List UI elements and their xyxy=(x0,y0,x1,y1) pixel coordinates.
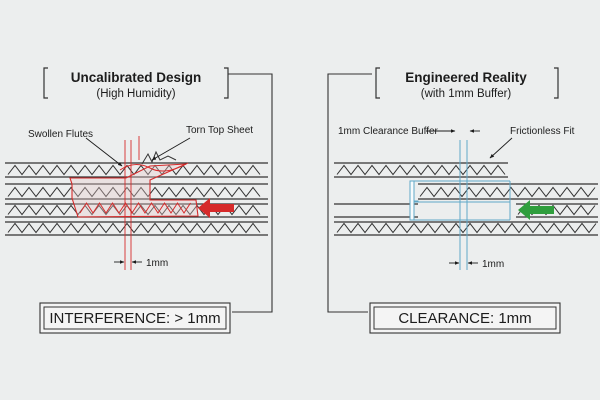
right-dimension-label: 1mm xyxy=(482,259,504,270)
left-torn-sheet xyxy=(141,150,177,165)
right-board-middle xyxy=(418,183,598,200)
right-board-lower xyxy=(334,203,598,218)
left-board-middle xyxy=(5,183,268,200)
left-result-box: INTERFERENCE: > 1mm xyxy=(39,302,231,334)
right-board-top xyxy=(334,162,508,178)
left-result: INTERFERENCE: > 1mm xyxy=(49,310,220,327)
left-swollen-insert xyxy=(69,162,199,218)
left-panel-frame xyxy=(228,73,273,313)
left-callout-flutes: Swollen Flutes xyxy=(28,129,93,140)
left-title: Uncalibrated Design xyxy=(71,70,202,85)
right-dimension: 1mm xyxy=(449,259,504,270)
red-arrow-left-icon xyxy=(198,198,234,218)
right-callout-buffer: 1mm Clearance Buffer xyxy=(338,126,439,137)
right-panel-frame xyxy=(327,73,372,313)
right-callout-fit: Frictionless Fit xyxy=(510,126,575,137)
right-result-box: CLEARANCE: 1mm xyxy=(369,302,561,334)
left-dimension-label: 1mm xyxy=(146,258,168,269)
green-arrow-left-icon xyxy=(518,200,554,220)
left-board-bottom xyxy=(5,221,268,236)
right-board-bottom xyxy=(334,221,598,236)
left-callout-sheet: Torn Top Sheet xyxy=(186,125,253,136)
left-dimension: 1mm xyxy=(114,258,168,269)
left-subtitle: (High Humidity) xyxy=(96,88,175,100)
right-result: CLEARANCE: 1mm xyxy=(398,310,531,327)
right-subtitle: (with 1mm Buffer) xyxy=(421,88,512,100)
right-panel: Engineered Reality (with 1mm Buffer) xyxy=(327,67,598,334)
left-panel: Uncalibrated Design (High Humidity) xyxy=(5,67,273,334)
right-title: Engineered Reality xyxy=(405,70,527,85)
